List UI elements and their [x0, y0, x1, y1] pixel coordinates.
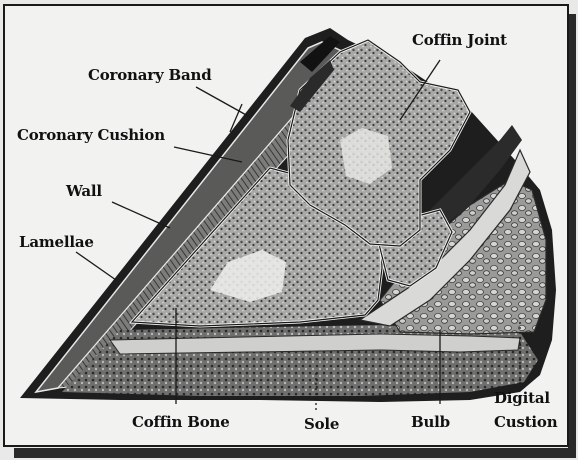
label-coffin-joint: Coffin Joint	[412, 31, 507, 49]
label-coronary-cushion: Coronary Cushion	[17, 126, 165, 144]
label-digital-cushion-line2: Custion	[494, 413, 557, 431]
leader-lamellae	[76, 252, 116, 280]
label-bulb: Bulb	[411, 413, 450, 431]
label-lamellae: Lamellae	[19, 233, 94, 251]
label-coronary-band: Coronary Band	[88, 66, 212, 84]
label-wall: Wall	[66, 182, 102, 200]
label-coffin-bone: Coffin Bone	[132, 413, 230, 431]
leader-coronary-band	[196, 87, 248, 116]
label-digital-cushion-line1: Digital	[494, 389, 550, 407]
leader-wall	[112, 202, 170, 228]
label-sole: Sole	[304, 415, 339, 433]
